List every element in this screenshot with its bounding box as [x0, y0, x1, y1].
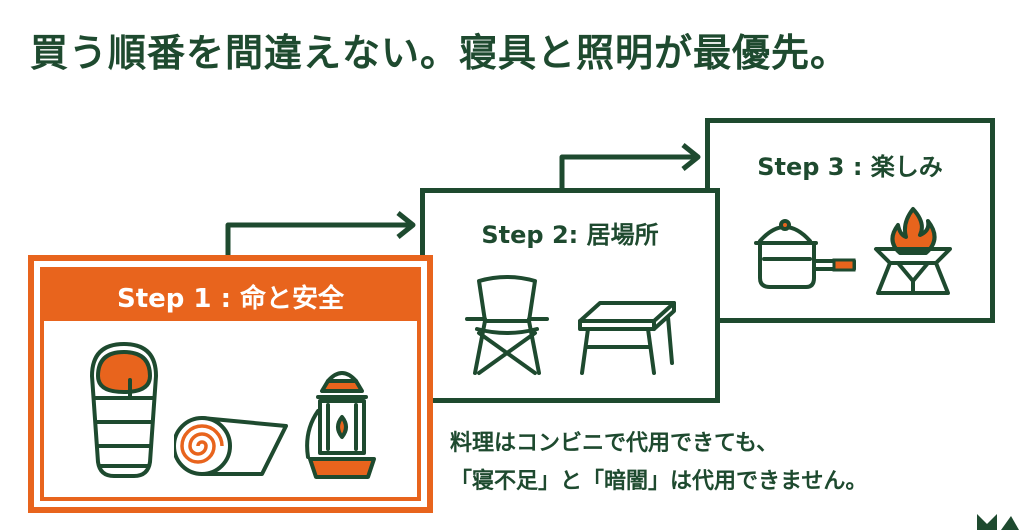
step-1-inner-frame: Step 1 : 命と安全	[40, 267, 421, 501]
step-3-title: Step 3 : 楽しみ	[757, 153, 943, 181]
step-2-title: Step 2: 居場所	[481, 221, 659, 249]
cooking-pot-icon	[754, 219, 856, 289]
step-3-card: Step 3 : 楽しみ	[705, 118, 995, 323]
sleeping-bag-icon	[90, 342, 158, 478]
note-line-1: 料理はコンビニで代用できても、	[450, 431, 779, 456]
arrow-step1-to-step2-head	[396, 211, 416, 239]
sleeping-mat-icon	[174, 416, 288, 476]
note-text: 料理はコンビニで代用できても、 「寝不足」と「暗闇」は代用できません。	[450, 425, 867, 501]
brand-logo-icon	[977, 514, 1019, 530]
step-2-card: Step 2: 居場所	[420, 188, 720, 403]
arrow-step2-to-step3-head	[681, 143, 701, 171]
lantern-icon	[305, 371, 376, 479]
camp-chair-icon	[465, 275, 549, 375]
headline: 買う順番を間違えない。寝具と照明が最優先。	[30, 31, 850, 75]
camp-table-icon	[578, 301, 676, 375]
step-1-card: Step 1 : 命と安全	[28, 255, 433, 513]
arrow-step1-to-step2	[225, 222, 410, 260]
note-line-2: 「寝不足」と「暗闇」は代用できません。	[450, 469, 868, 494]
arrow-step2-to-step3	[559, 154, 695, 192]
step-1-title: Step 1 : 命と安全	[44, 271, 417, 321]
campfire-stand-icon	[874, 207, 952, 295]
